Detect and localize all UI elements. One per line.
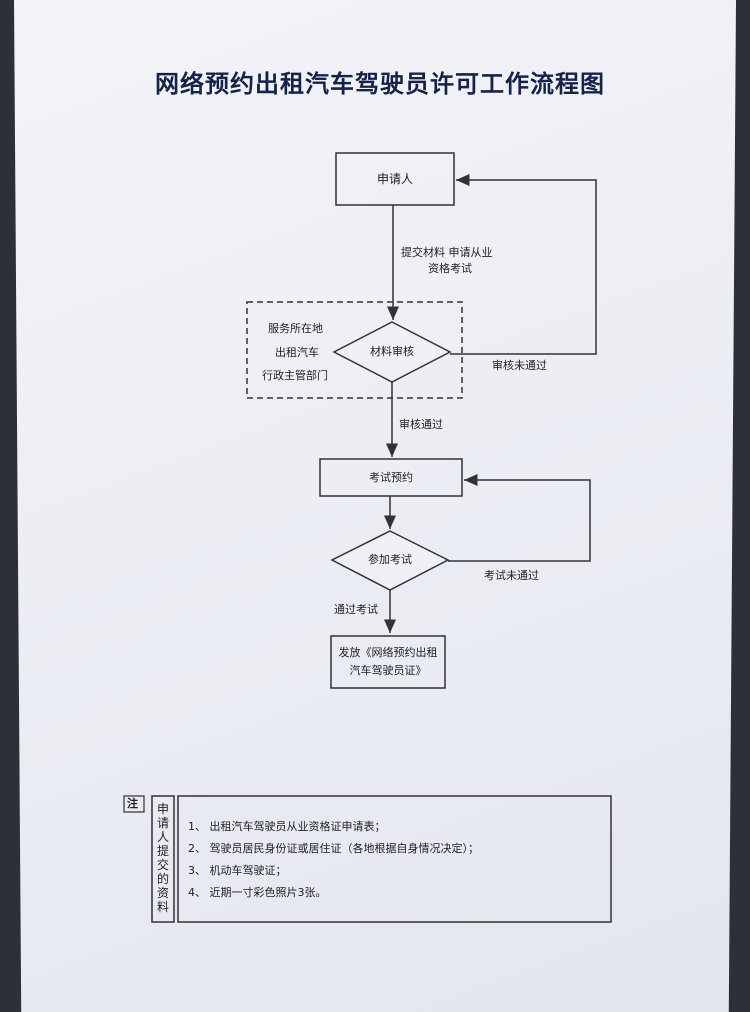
note-side-char: 提: [156, 844, 169, 858]
issue-box: [330, 635, 446, 689]
note-side-label: 申 请 人 提 交 的 资 料: [156, 802, 170, 914]
note-tag: 注: [127, 797, 138, 810]
review-pass-label: 审核通过: [399, 418, 443, 431]
submit-label-line1: 提交材料 申请从业: [401, 246, 493, 259]
note-side-char: 请: [156, 816, 169, 830]
booking-box: [319, 458, 463, 497]
department-line2: 出租汽车: [275, 346, 319, 359]
applicant-box: [335, 152, 455, 206]
paper-sheet: [14, 0, 736, 1012]
department-region: [246, 301, 463, 399]
booking-label: 考试预约: [369, 471, 413, 484]
note-side-char: 的: [156, 872, 169, 886]
note-side-char: 申: [156, 802, 169, 816]
issue-label-line1: 发放《网络预约出租: [338, 646, 438, 659]
submit-label-line2: 资格考试: [428, 262, 472, 275]
note-side-char: 资: [156, 886, 169, 900]
note-side-char: 料: [156, 900, 169, 914]
exam-fail-label: 考试未通过: [484, 569, 539, 582]
note-item: 1、 出租汽车驾驶员从业资格证申请表；: [188, 820, 386, 833]
arrow-exam-fail: [448, 474, 591, 562]
exam-label: 参加考试: [368, 553, 412, 566]
issue-label-line2: 汽车驾驶员证》: [349, 664, 427, 677]
note-side-char: 交: [156, 858, 169, 872]
note-items-box: [177, 795, 612, 923]
note-side-box: [151, 795, 175, 923]
note-items-list: 1、 出租汽车驾驶员从业资格证申请表； 2、 驾驶员居民身份证或居住证（各地根据…: [188, 816, 479, 904]
exam-pass-label: 通过考试: [334, 603, 378, 616]
department-line3: 行政主管部门: [262, 369, 328, 382]
note-tag-box: [123, 795, 145, 813]
review-label: 材料审核: [370, 345, 414, 358]
arrow-review-fail: [450, 174, 597, 355]
applicant-label: 申请人: [376, 172, 413, 186]
note-item: 4、 近期一寸彩色照片3张。: [188, 886, 327, 899]
review-fail-label: 审核未通过: [492, 359, 547, 372]
note-item: 2、 驾驶员居民身份证或居住证（各地根据自身情况决定）；: [188, 842, 479, 855]
department-line1: 服务所在地: [268, 322, 323, 335]
page-title: 网络预约出租汽车驾驶员许可工作流程图: [155, 70, 605, 98]
note-item: 3、 机动车驾驶证；: [188, 864, 287, 877]
note-side-char: 人: [156, 830, 169, 844]
